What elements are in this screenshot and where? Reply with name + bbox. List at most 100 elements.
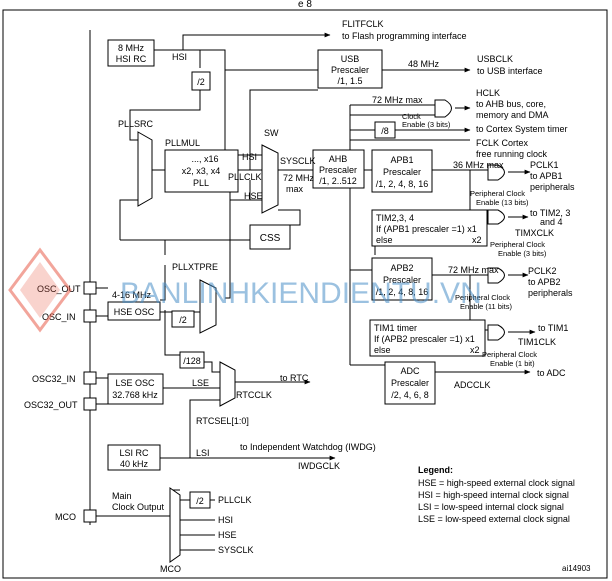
svg-text:PLLCLK: PLLCLK — [218, 495, 252, 505]
svg-text:Clock: Clock — [402, 112, 421, 121]
figure-caption-fragment: e 8 — [298, 0, 312, 10]
tim1-multiplier-block: TIM1 timer If (APB2 prescaler =1) x1 els… — [369, 319, 486, 357]
svg-text:HSI RC: HSI RC — [116, 54, 147, 64]
svg-text:HSI: HSI — [218, 515, 233, 525]
tim1clk-gate — [487, 324, 505, 341]
svg-text:PLL: PLL — [193, 178, 209, 188]
svg-text:Clock Output: Clock Output — [112, 502, 165, 512]
svg-text:max: max — [286, 184, 304, 194]
figure-frame — [2, 9, 608, 579]
svg-text:AHB: AHB — [329, 154, 348, 164]
lsi-rc-block: LSI RC 40 kHz — [107, 444, 161, 471]
div8-block: /8 — [374, 121, 396, 139]
svg-text:ADC: ADC — [400, 366, 420, 376]
svg-text:/1, 2..512: /1, 2..512 — [319, 176, 357, 186]
apb1-prescaler-block: APB1 Prescaler /1, 2, 4, 8, 16 — [371, 149, 433, 193]
svg-text:FCLK Cortex: FCLK Cortex — [476, 138, 529, 148]
apb2-prescaler-block: APB2 Prescaler /1, 2, 4, 8, 16 — [371, 257, 433, 301]
osc-out-pin: OSC_OUT — [37, 281, 97, 295]
svg-text:Enable (3 bits): Enable (3 bits) — [498, 249, 547, 258]
svg-text:SW: SW — [264, 128, 279, 138]
svg-text:MCO: MCO — [55, 512, 76, 522]
svg-text:OSC32_OUT: OSC32_OUT — [24, 400, 78, 410]
svg-text:to Cortex System timer: to Cortex System timer — [476, 124, 568, 134]
watermark-text: BANLINHKIENDIENTU.VN — [120, 277, 482, 310]
svg-text:Peripheral Clock: Peripheral Clock — [455, 293, 510, 302]
svg-text:to TIM1: to TIM1 — [538, 323, 568, 333]
svg-text:72 MHz max: 72 MHz max — [448, 265, 499, 275]
hse-div2-block: /2 — [171, 310, 195, 328]
svg-text:Enable (3 bits): Enable (3 bits) — [402, 120, 451, 129]
svg-text:40 kHz: 40 kHz — [120, 459, 149, 469]
hse-osc-block: 4-16 MHz HSE OSC — [107, 290, 161, 321]
svg-text:Prescaler: Prescaler — [331, 65, 369, 75]
mco-mux: MCO — [160, 487, 181, 574]
svg-text:TIM1 timer: TIM1 timer — [374, 323, 417, 333]
signal-labels: FLITFCLK to Flash programming interface … — [112, 19, 575, 555]
svg-text:PCLK1: PCLK1 — [530, 160, 559, 170]
svg-text:Prescaler: Prescaler — [319, 165, 357, 175]
svg-text:32.768 kHz: 32.768 kHz — [112, 390, 158, 400]
svg-text:peripherals: peripherals — [528, 288, 573, 298]
svg-text:4-16 MHz: 4-16 MHz — [112, 290, 152, 300]
watermark: BANLINHKIENDIENTU.VN — [8, 247, 482, 333]
div128-block: /128 — [179, 351, 205, 369]
svg-text:to Independent Watchdog (IWDG): to Independent Watchdog (IWDG) — [240, 442, 376, 452]
svg-text:/1, 2, 4, 8, 16: /1, 2, 4, 8, 16 — [376, 179, 429, 189]
svg-text:HCLK: HCLK — [476, 88, 500, 98]
watermark-logo-icon — [8, 247, 72, 333]
svg-text:PLLCLK: PLLCLK — [228, 172, 262, 182]
svg-text:APB1: APB1 — [390, 155, 413, 165]
svg-text:..., x16: ..., x16 — [191, 154, 218, 164]
svg-text:memory and DMA: memory and DMA — [476, 110, 549, 120]
mco-pin: MCO — [55, 509, 97, 523]
css-block: CSS — [249, 224, 291, 250]
hsi-rc-block: 8 MHz HSI RC — [107, 39, 155, 67]
svg-text:8 MHz: 8 MHz — [118, 43, 145, 53]
legend-item: LSI = low-speed internal clock signal — [418, 502, 564, 512]
timxclk-gate — [487, 209, 505, 225]
svg-text:free running clock: free running clock — [476, 149, 548, 159]
lse-osc-block: LSE OSC 32.768 kHz — [107, 373, 164, 405]
svg-text:/8: /8 — [381, 126, 389, 136]
svg-text:HSI: HSI — [172, 52, 187, 62]
svg-text:RTCCLK: RTCCLK — [236, 390, 272, 400]
svg-text:Peripheral Clock: Peripheral Clock — [490, 240, 545, 249]
svg-text:/128: /128 — [183, 356, 201, 366]
svg-text:LSI: LSI — [196, 448, 210, 458]
svg-text:Enable (1 bit): Enable (1 bit) — [490, 359, 535, 368]
usb-prescaler-block: USB Prescaler /1, 1.5 — [317, 49, 383, 89]
svg-text:Prescaler: Prescaler — [391, 378, 429, 388]
svg-text:CSS: CSS — [260, 233, 281, 244]
svg-text:PLLMUL: PLLMUL — [165, 138, 200, 148]
svg-text:/2, 4, 6, 8: /2, 4, 6, 8 — [391, 390, 429, 400]
svg-text:else: else — [374, 345, 391, 355]
svg-text:If (APB1 prescaler =1) x1: If (APB1 prescaler =1) x1 — [376, 224, 477, 234]
pllxtpre-mux: PLLXTPRE — [172, 262, 218, 334]
legend: Legend: HSE = high-speed external clock … — [418, 465, 575, 524]
svg-text:FLITFCLK: FLITFCLK — [342, 19, 384, 29]
hsi-div2-block: /2 — [191, 71, 211, 91]
svg-text:Peripheral Clock: Peripheral Clock — [482, 350, 537, 359]
svg-text:to APB2: to APB2 — [528, 277, 561, 287]
ahb-prescaler-block: AHB Prescaler /1, 2..512 — [312, 149, 365, 189]
svg-text:x2, x3, x4: x2, x3, x4 — [182, 166, 221, 176]
legend-item: HSI = high-speed internal clock signal — [418, 490, 569, 500]
svg-text:SYSCLK: SYSCLK — [218, 545, 254, 555]
svg-text:and 4: and 4 — [540, 217, 563, 227]
svg-text:TIM2,3, 4: TIM2,3, 4 — [376, 213, 414, 223]
svg-text:to APB1: to APB1 — [530, 171, 563, 181]
legend-item: HSE = high-speed external clock signal — [418, 478, 575, 488]
svg-text:RTCSEL[1:0]: RTCSEL[1:0] — [196, 416, 249, 426]
svg-text:OSC_IN: OSC_IN — [42, 312, 76, 322]
tim234-multiplier-block: TIM2,3, 4 If (APB1 prescaler =1) x1 else… — [371, 209, 488, 247]
svg-text:to ADC: to ADC — [537, 368, 566, 378]
figure-id: ai14903 — [562, 564, 591, 573]
svg-text:PLLXTPRE: PLLXTPRE — [172, 262, 218, 272]
svg-text:/2: /2 — [179, 315, 187, 325]
adc-prescaler-block: ADC Prescaler /2, 4, 6, 8 — [384, 361, 436, 405]
svg-text:48 MHz: 48 MHz — [408, 59, 440, 69]
pclk1-gate — [487, 164, 505, 181]
svg-text:OSC_OUT: OSC_OUT — [37, 284, 81, 294]
